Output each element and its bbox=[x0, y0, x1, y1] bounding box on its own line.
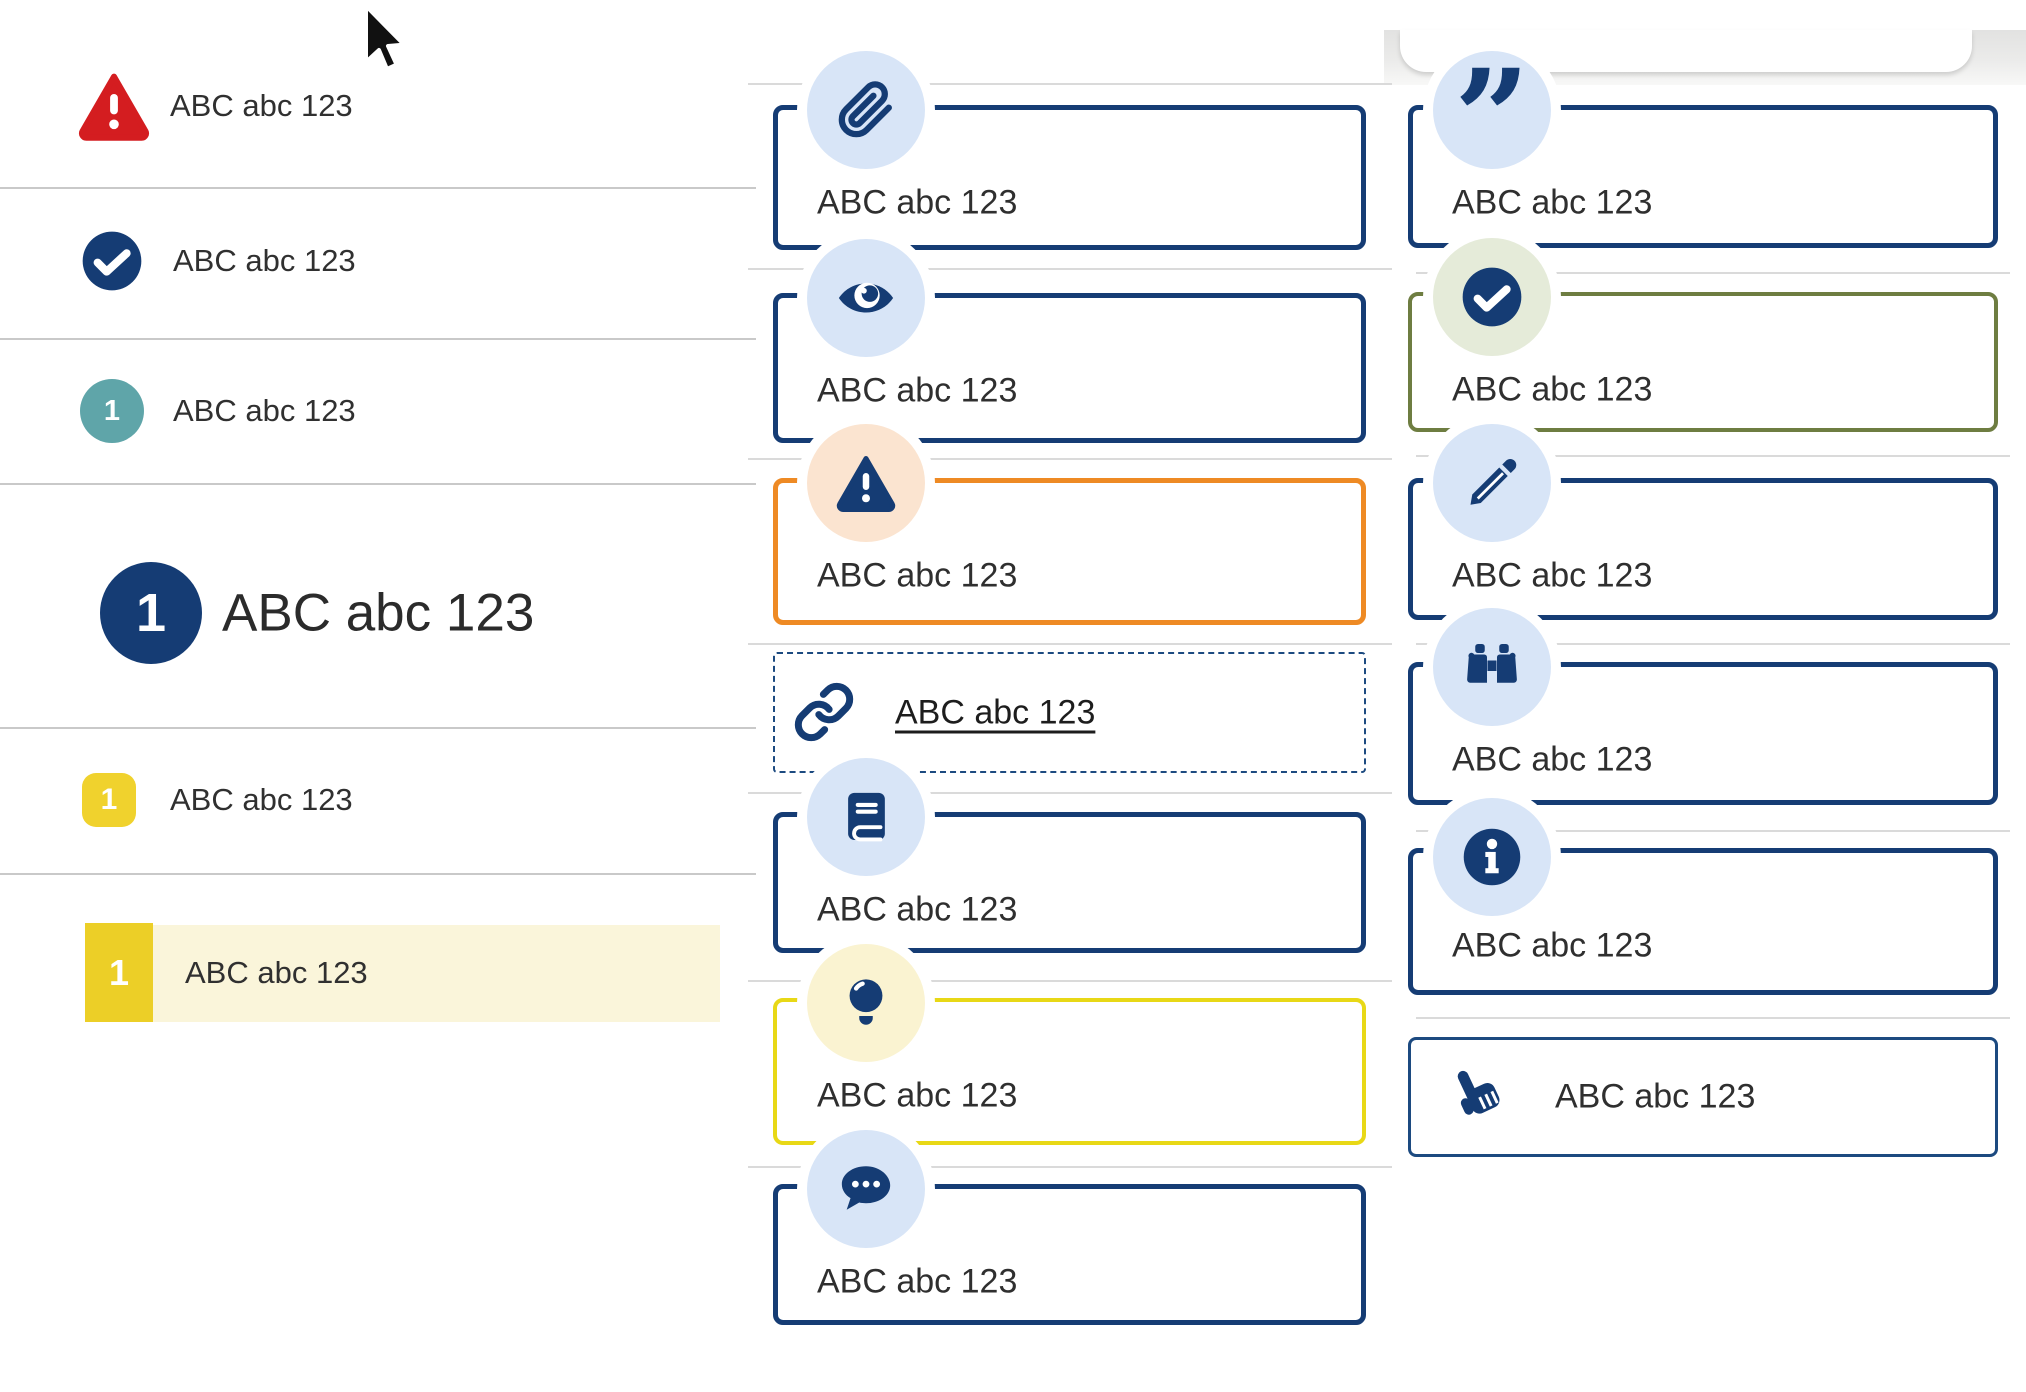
callout-label: ABC abc 123 bbox=[817, 1262, 1018, 1301]
list-item-label: ABC abc 123 bbox=[173, 393, 356, 428]
callout-label: ABC abc 123 bbox=[1452, 740, 1653, 779]
paperclip-icon bbox=[807, 51, 925, 169]
check-circle-icon bbox=[1433, 238, 1551, 356]
callout-label: ABC abc 123 bbox=[817, 371, 1018, 410]
divider bbox=[748, 83, 1392, 85]
badge-number: 1 bbox=[100, 783, 118, 816]
callout-label: ABC abc 123 bbox=[1452, 183, 1653, 222]
binoculars-icon bbox=[1433, 608, 1551, 726]
lightbulb-icon bbox=[807, 944, 925, 1062]
divider bbox=[1416, 455, 2010, 457]
book-icon bbox=[807, 758, 925, 876]
callout-label: ABC abc 123 bbox=[1452, 556, 1653, 595]
divider bbox=[0, 483, 756, 485]
callout-label: ABC abc 123 bbox=[817, 556, 1018, 595]
quote-icon: ” bbox=[1433, 51, 1551, 169]
hand-pointer-icon bbox=[1443, 1062, 1509, 1132]
divider bbox=[748, 1166, 1392, 1168]
list-item-label: ABC abc 123 bbox=[170, 88, 353, 123]
badge-number: 1 bbox=[103, 394, 121, 427]
callout-box-link bbox=[773, 652, 1366, 773]
check-circle-icon bbox=[80, 229, 144, 293]
number-square-yellow: 1 bbox=[82, 773, 136, 827]
divider bbox=[0, 873, 756, 875]
eye-icon bbox=[807, 239, 925, 357]
callout-label: ABC abc 123 bbox=[1452, 926, 1653, 965]
divider bbox=[0, 338, 756, 340]
mouse-cursor bbox=[358, 2, 410, 76]
divider bbox=[748, 268, 1392, 270]
divider bbox=[748, 643, 1392, 645]
info-circle-icon bbox=[1433, 798, 1551, 916]
highlighted-row bbox=[153, 925, 720, 1022]
link-label[interactable]: ABC abc 123 bbox=[895, 693, 1096, 732]
quote-glyph: ” bbox=[1454, 51, 1530, 169]
number-tab-yellow: 1 bbox=[85, 923, 153, 1022]
divider bbox=[1416, 830, 2010, 832]
divider bbox=[0, 727, 756, 729]
divider bbox=[1416, 643, 2010, 645]
callout-label: ABC abc 123 bbox=[1555, 1077, 1756, 1116]
list-item-label: ABC abc 123 bbox=[185, 955, 368, 990]
badge-number: 1 bbox=[108, 951, 130, 993]
callout-box-action bbox=[1408, 1037, 1998, 1157]
callout-label: ABC abc 123 bbox=[817, 1076, 1018, 1115]
link-icon bbox=[793, 681, 855, 743]
divider bbox=[1416, 1017, 2010, 1019]
divider bbox=[748, 792, 1392, 794]
alert-triangle-icon bbox=[76, 70, 152, 142]
divider bbox=[0, 187, 756, 189]
number-badge-teal: 1 bbox=[80, 379, 144, 443]
divider bbox=[748, 980, 1392, 982]
divider bbox=[748, 458, 1392, 460]
badge-number: 1 bbox=[135, 583, 167, 643]
callout-label: ABC abc 123 bbox=[1452, 370, 1653, 409]
list-item-label: ABC abc 123 bbox=[173, 243, 356, 278]
chat-ellipsis-icon bbox=[807, 1130, 925, 1248]
callout-label: ABC abc 123 bbox=[817, 183, 1018, 222]
number-badge-large: 1 bbox=[100, 562, 202, 664]
pencil-icon bbox=[1433, 424, 1551, 542]
divider bbox=[1416, 272, 2010, 274]
alert-triangle-icon bbox=[807, 424, 925, 542]
list-item-label-large: ABC abc 123 bbox=[222, 583, 535, 643]
list-item-label: ABC abc 123 bbox=[170, 782, 353, 817]
callout-label: ABC abc 123 bbox=[817, 890, 1018, 929]
